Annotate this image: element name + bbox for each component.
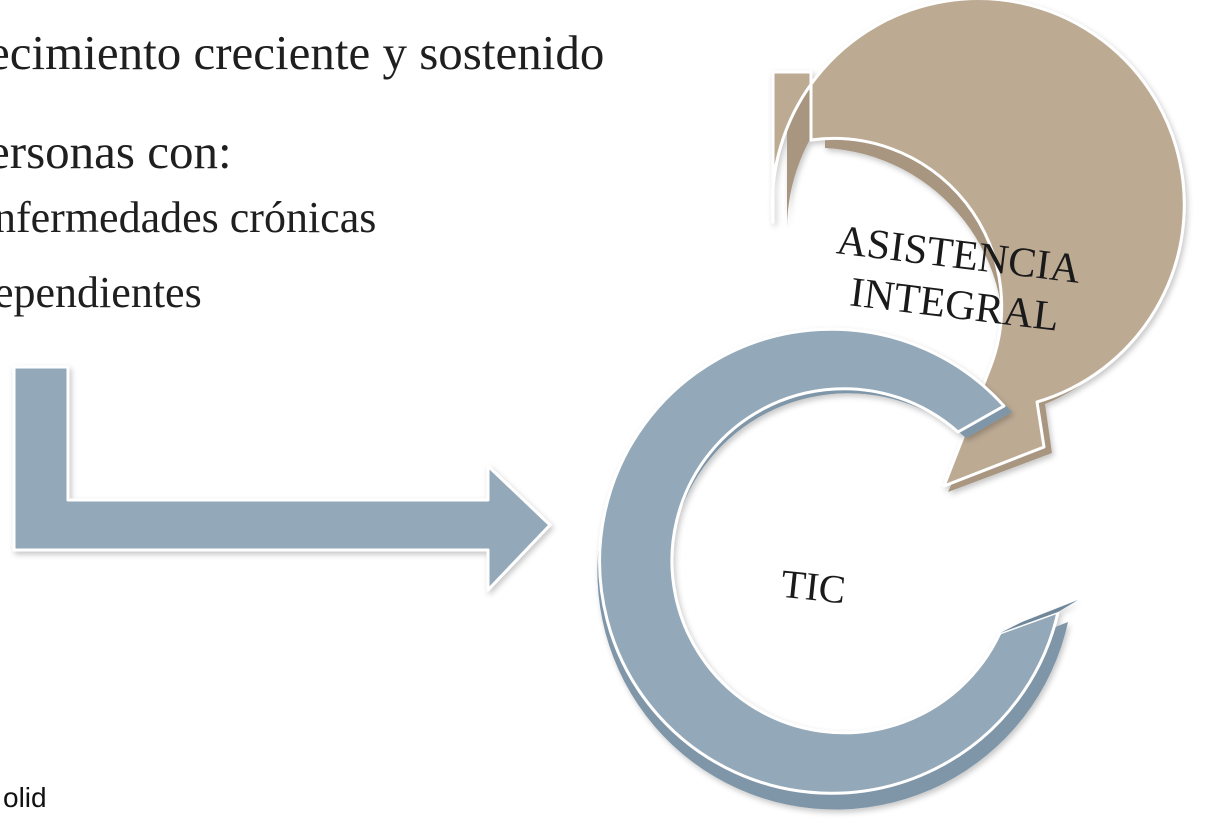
sub-bullet-text-line-2: ependientes (0, 268, 202, 317)
cycle-bottom-label: TIC (779, 561, 848, 612)
bullet-text-line-2: ersonas con: (0, 124, 232, 179)
blue-cycle-arrow (597, 327, 1078, 810)
bullet-text-line-1: ecimiento creciente y sostenido (0, 25, 605, 80)
sub-bullet-text-line-1: nfermedades crónicas (0, 193, 377, 242)
elbow-arrow (12, 365, 552, 592)
footer-text: olid (3, 782, 47, 813)
tan-cycle-arrow (770, 0, 1186, 493)
